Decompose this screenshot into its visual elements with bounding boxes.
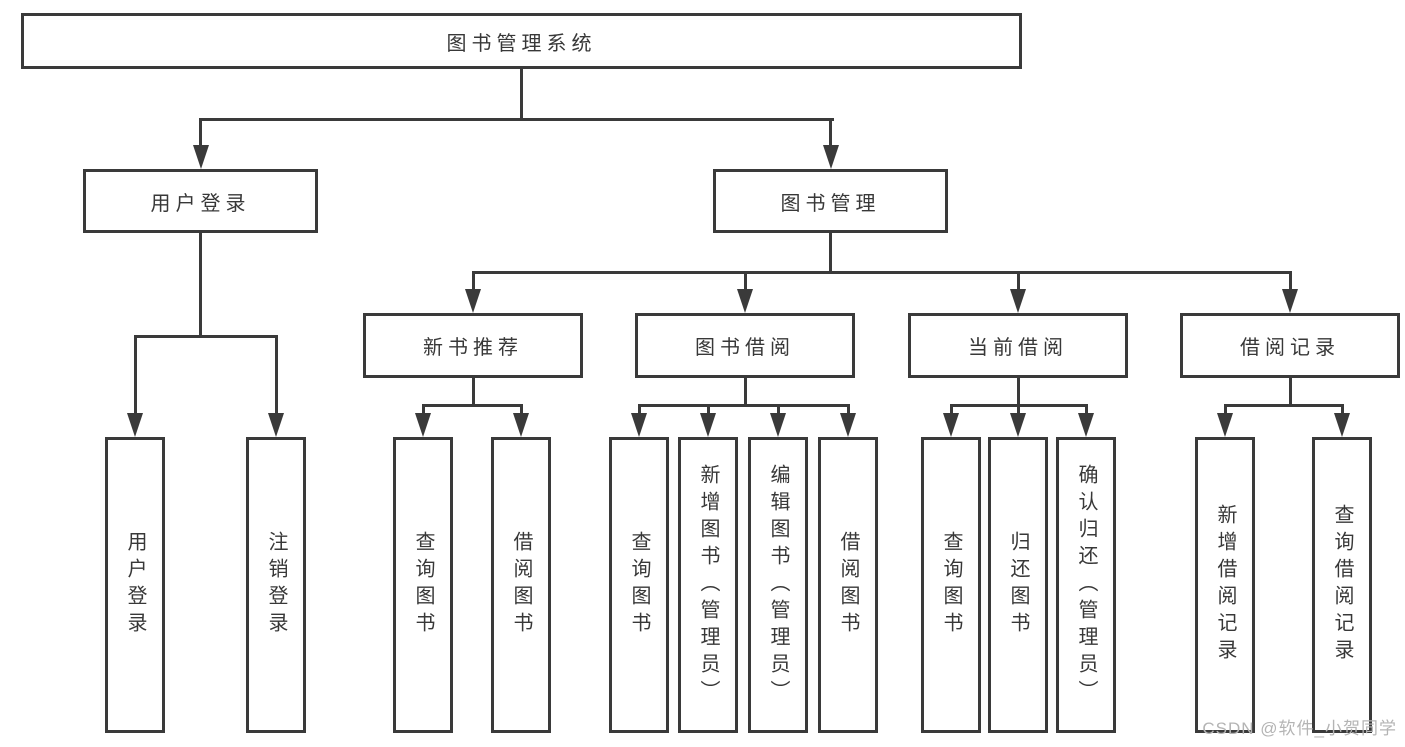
connector-line — [1016, 378, 1020, 407]
connector-line — [637, 404, 850, 407]
leaf-add-books-admin: 新增图书（管理员） — [678, 437, 738, 733]
arrow-down-icon — [268, 413, 284, 437]
node-label: 图书管理 — [780, 192, 881, 215]
leaf-add-borrow-record: 新增借阅记录 — [1195, 437, 1255, 733]
arrow-down-icon — [822, 145, 839, 169]
connector-line — [1288, 274, 1292, 289]
node-label: 归还图书 — [1007, 531, 1029, 639]
leaf-return-books: 归还图书 — [988, 437, 1048, 733]
leaf-query-books-recommend: 查询图书 — [393, 437, 453, 733]
node-label: 新书推荐 — [423, 337, 523, 359]
connector-line — [1223, 407, 1227, 415]
arrow-down-icon — [1334, 413, 1350, 437]
arrow-down-icon — [770, 413, 786, 437]
connector-line — [421, 404, 523, 407]
arrow-down-icon — [943, 413, 959, 437]
node-label: 图书管理系统 — [446, 32, 597, 55]
connector-line — [274, 338, 278, 415]
connector-line — [637, 407, 641, 415]
connector-line — [1016, 274, 1020, 289]
connector-line — [829, 233, 832, 274]
connector-line — [829, 121, 832, 146]
node-label: 注销登录 — [265, 531, 287, 639]
connector-line — [199, 233, 202, 338]
node-label: 借阅记录 — [1240, 337, 1340, 359]
csdn-watermark: CSDN @软件_小贺同学 — [1202, 719, 1397, 738]
connector-line — [1288, 378, 1292, 407]
arrow-down-icon — [700, 413, 716, 437]
leaf-user-login: 用户登录 — [105, 437, 165, 733]
leaf-query-books-borrowing: 查询图书 — [609, 437, 669, 733]
node-new-book-recommend: 新书推荐 — [363, 313, 583, 378]
connector-line — [133, 338, 137, 415]
arrow-down-icon — [1078, 413, 1094, 437]
connector-line — [706, 407, 710, 415]
connector-line — [846, 407, 850, 415]
connector-line — [1223, 404, 1344, 407]
connector-line — [743, 274, 747, 289]
connector-line — [949, 407, 953, 415]
node-label: 新增图书（管理员） — [697, 463, 719, 707]
leaf-borrow-books-recommend: 借阅图书 — [491, 437, 551, 733]
node-current-borrowing: 当前借阅 — [908, 313, 1128, 378]
node-user-login: 用户登录 — [83, 169, 318, 233]
node-label: 确认归还（管理员） — [1075, 463, 1097, 707]
node-label: 图书借阅 — [695, 337, 795, 359]
connector-line — [471, 271, 1292, 274]
connector-line — [199, 118, 834, 121]
connector-line — [1340, 407, 1344, 415]
node-label: 借阅图书 — [510, 531, 532, 639]
leaf-edit-books-admin: 编辑图书（管理员） — [748, 437, 808, 733]
node-label: 当前借阅 — [968, 337, 1068, 359]
node-book-management: 图书管理 — [713, 169, 948, 233]
node-label: 查询图书 — [628, 531, 650, 639]
connector-line — [949, 404, 1088, 407]
arrow-down-icon — [415, 413, 431, 437]
node-label: 用户登录 — [124, 531, 146, 639]
node-root-library-system: 图书管理系统 — [21, 13, 1022, 69]
arrow-down-icon — [1282, 289, 1298, 313]
node-borrowing-records: 借阅记录 — [1180, 313, 1400, 378]
leaf-borrow-books: 借阅图书 — [818, 437, 878, 733]
arrow-down-icon — [631, 413, 647, 437]
arrow-down-icon — [513, 413, 529, 437]
node-book-borrowing: 图书借阅 — [635, 313, 855, 378]
node-label: 查询图书 — [412, 531, 434, 639]
connector-line — [776, 407, 780, 415]
node-label: 借阅图书 — [837, 531, 859, 639]
node-label: 查询图书 — [940, 531, 962, 639]
node-label: 编辑图书（管理员） — [767, 463, 789, 707]
arrow-down-icon — [840, 413, 856, 437]
node-label: 用户登录 — [150, 192, 251, 215]
connector-line — [519, 69, 523, 120]
arrow-down-icon — [192, 145, 209, 169]
arrow-down-icon — [127, 413, 143, 437]
arrow-down-icon — [465, 289, 481, 313]
connector-line — [133, 335, 278, 338]
leaf-query-borrow-record: 查询借阅记录 — [1312, 437, 1372, 733]
arrow-down-icon — [1010, 289, 1026, 313]
leaf-query-books-current: 查询图书 — [921, 437, 981, 733]
connector-line — [471, 378, 475, 407]
leaf-logout: 注销登录 — [246, 437, 306, 733]
arrow-down-icon — [737, 289, 753, 313]
connector-line — [1084, 407, 1088, 415]
node-label: 查询借阅记录 — [1331, 504, 1353, 666]
arrow-down-icon — [1217, 413, 1233, 437]
connector-line — [519, 407, 523, 415]
connector-line — [471, 274, 475, 289]
connector-line — [1016, 407, 1020, 415]
arrow-down-icon — [1010, 413, 1026, 437]
node-label: 新增借阅记录 — [1214, 504, 1236, 666]
leaf-confirm-return-admin: 确认归还（管理员） — [1056, 437, 1116, 733]
connector-line — [421, 407, 425, 415]
connector-line — [743, 378, 747, 407]
connector-line — [199, 121, 202, 146]
